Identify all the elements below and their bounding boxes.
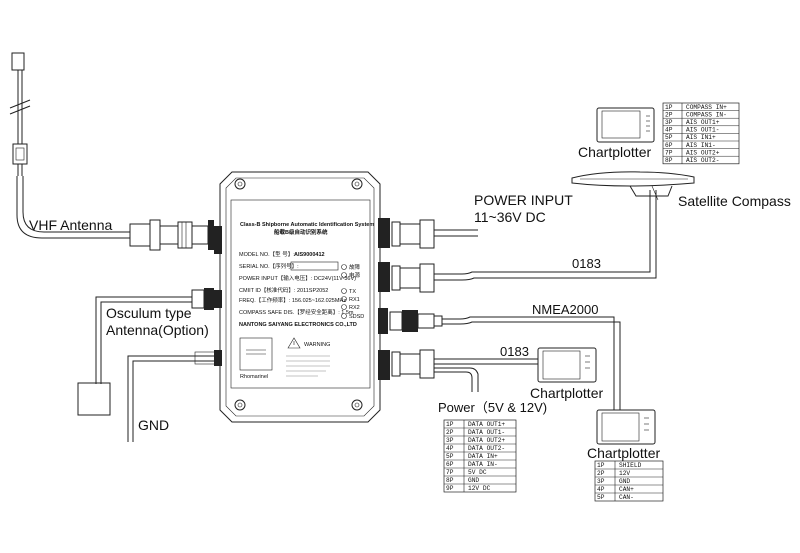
chartplotter-right <box>596 409 656 445</box>
chartplotter-right-label: Chartplotter <box>587 445 660 461</box>
pin-number: 1P <box>665 104 673 111</box>
pin-function: CAN- <box>619 494 634 501</box>
chartplotter-top-label: Chartplotter <box>578 144 651 160</box>
osculum-label-line1: Osculum type <box>106 305 192 321</box>
led-label-fault: 故障 <box>349 263 361 271</box>
pin-number: 4P <box>597 486 605 493</box>
pin-number: 7P <box>446 469 454 476</box>
pin-function: AIS OUT2- <box>686 157 719 164</box>
power-input-label-1: POWER INPUT <box>474 192 573 208</box>
device-logo-box <box>239 337 273 371</box>
led-label-rx2: RX2 <box>349 305 360 311</box>
device-model-value: AIS9000412 <box>294 252 325 258</box>
pin-number: 7P <box>665 149 673 156</box>
pin-function: COMPASS IN- <box>686 111 727 118</box>
pin-number: 8P <box>665 157 673 164</box>
chartplotter-top <box>596 107 655 143</box>
pin-function: DATA OUT2- <box>468 445 505 452</box>
device-power-label: POWER INPUT【输入电压】: DC24V(11V-36V) <box>239 274 356 282</box>
device-title-en: Class-B Shipborne Automatic Identificati… <box>240 222 374 228</box>
osculum-label-line2: Antenna(Option) <box>106 322 209 338</box>
pin-function: AIS IN1+ <box>686 134 716 141</box>
brand-mark: Rhomarinel <box>240 374 268 380</box>
pin-number: 3P <box>665 119 673 126</box>
pin-function: DATA OUT1+ <box>468 421 505 428</box>
pin-function: DATA IN+ <box>468 453 498 460</box>
chartplotter-mid-label: Chartplotter <box>530 385 603 401</box>
pin-function: DATA OUT2+ <box>468 437 505 444</box>
pin-number: 2P <box>665 111 673 118</box>
pin-function: 5V DC <box>468 469 487 476</box>
nmea0183-connector-top <box>391 190 657 293</box>
pin-number: 5P <box>597 494 605 501</box>
pin-function: DATA IN- <box>468 461 498 468</box>
pin-function: DATA OUT1- <box>468 429 505 436</box>
status-leds <box>341 264 347 319</box>
pin-number: 8P <box>446 477 454 484</box>
nmea0183-connector-bottom <box>391 349 538 392</box>
serial-box <box>290 261 339 271</box>
pin-function: GND <box>468 477 479 484</box>
warning-icon <box>287 337 301 349</box>
pin-function: SHIELD <box>619 462 642 469</box>
device-cmiit-label: CMIIT ID【核准代码】: 2011SP2052 <box>239 286 328 294</box>
led-label-sdsd: SDSD <box>349 314 364 320</box>
pin-number: 2P <box>597 470 605 477</box>
pin-number: 6P <box>665 142 673 149</box>
satellite-compass <box>571 171 695 201</box>
pin-number: 4P <box>665 127 673 134</box>
pin-number: 3P <box>597 478 605 485</box>
pin-function: GND <box>619 478 630 485</box>
warning-text-lines <box>286 355 330 377</box>
device-title-cn: 船载B级自动识别系统 <box>274 228 328 236</box>
satellite-compass-label: Satellite Compass <box>678 193 791 209</box>
pin-number: 9P <box>446 485 454 492</box>
pin-table-frame <box>594 460 664 502</box>
gnd-label: GND <box>138 417 169 433</box>
device-compass-label: COMPASS SAFE DIS.【罗经安全距离】: 1.5m <box>239 308 354 316</box>
nmea2000-pin-table: 1P SHIELD 2P 12V 3P GND 4P CAN+ 5P CAN- <box>594 460 664 502</box>
power-5v-12v-label: Power（5V & 12V) <box>438 400 547 415</box>
ais-transponder <box>214 171 390 423</box>
pin-function: AIS OUT2+ <box>686 149 720 156</box>
nmea2000-label: NMEA2000 <box>532 302 598 317</box>
pin-number: 2P <box>446 429 454 436</box>
pin-function: COMPASS IN+ <box>686 104 727 111</box>
device-serial-label: SERIAL NO.【序列号】: <box>239 262 299 270</box>
pin-function: CAN+ <box>619 486 634 493</box>
device-freq-label: FREQ.【工作频率】: 156.025~162.025MHz <box>239 296 346 304</box>
pin-function: 12V DC <box>468 485 491 492</box>
pin-number: 6P <box>446 461 454 468</box>
pin-function: AIS IN1- <box>686 142 716 149</box>
device-model-label: MODEL NO.【型 号】: <box>239 250 295 258</box>
vhf-antenna <box>9 52 214 251</box>
led-label-tx: TX <box>349 289 356 295</box>
led-label-power: 电源 <box>349 271 361 279</box>
pin-function: 12V <box>619 470 630 477</box>
warning-title: WARNING <box>304 342 330 348</box>
pin-number: 4P <box>446 445 454 452</box>
vhf-antenna-label: VHF Antenna <box>29 217 112 233</box>
nmea2000-connector <box>389 310 621 410</box>
pin-number: 1P <box>597 462 605 469</box>
pin-function: AIS OUT1- <box>686 127 719 134</box>
pin-number: 5P <box>665 134 673 141</box>
cable-0183-top-label: 0183 <box>572 256 601 271</box>
chartplotter-mid <box>537 347 597 383</box>
pin-function: AIS OUT1+ <box>686 119 720 126</box>
pin-number: 3P <box>446 437 454 444</box>
pin-number: 1P <box>446 421 454 428</box>
pin-table-frame <box>443 419 517 493</box>
cable-0183-bottom-label: 0183 <box>500 344 529 359</box>
power-input-connector <box>391 219 478 249</box>
power-input-label-2: 11~36V DC <box>474 209 546 225</box>
device-maker: NANTONG SAIYANG ELECTRONICS CO.,LTD <box>239 322 357 328</box>
pin-number: 5P <box>446 453 454 460</box>
compass-pin-table: 1P COMPASS IN+ 2P COMPASS IN- 3P AIS OUT1+ 4P A… <box>662 102 740 165</box>
led-label-rx1: RX1 <box>349 297 360 303</box>
data-pin-table: 1P DATA OUT1+ 2P DATA OUT1- 3P DATA OUT2+ 4P DA… <box>443 419 517 493</box>
osculum-antenna <box>77 288 214 416</box>
